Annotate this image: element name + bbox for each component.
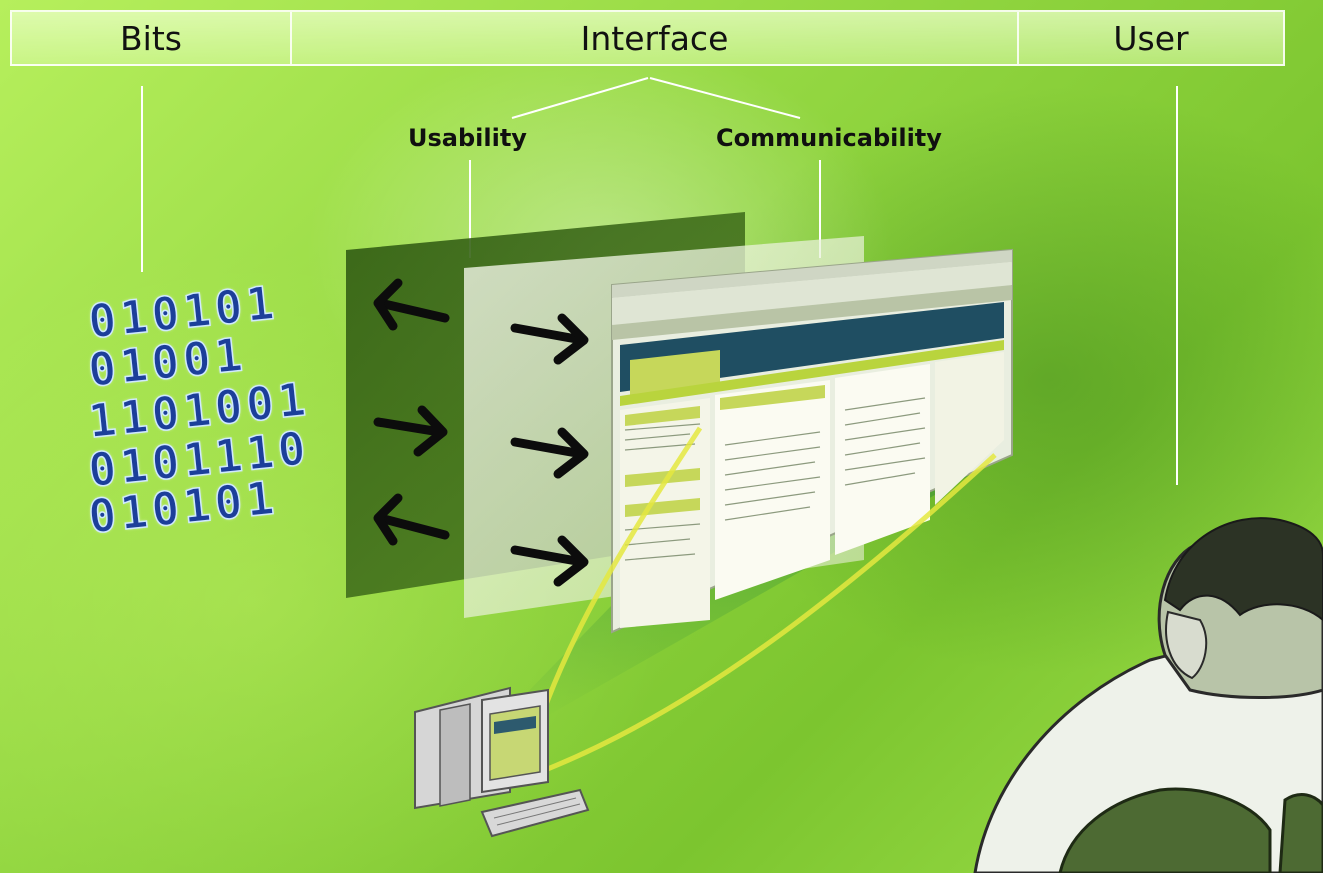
arrow-right-icon: [510, 313, 589, 365]
arrow-right-icon: [373, 405, 448, 457]
communicability-branch-line: [649, 77, 801, 119]
header-bar: Bits Interface User: [10, 10, 1285, 66]
communicability-label: Communicability: [716, 124, 942, 152]
desktop-computer-icon: [414, 686, 590, 838]
usability-label: Usability: [408, 124, 527, 152]
arrow-right-icon: [510, 535, 589, 587]
arrow-left-icon: [373, 493, 450, 546]
connector-right-curve: [544, 453, 997, 773]
user-figure-icon: [973, 517, 1323, 873]
usability-branch-line: [511, 77, 649, 119]
arrow-right-icon: [510, 427, 589, 479]
header-interface: Interface: [292, 12, 1019, 64]
header-bits: Bits: [12, 12, 292, 64]
arrow-left-icon: [373, 278, 450, 331]
header-user: User: [1113, 18, 1189, 58]
browser-window: [611, 248, 1013, 634]
